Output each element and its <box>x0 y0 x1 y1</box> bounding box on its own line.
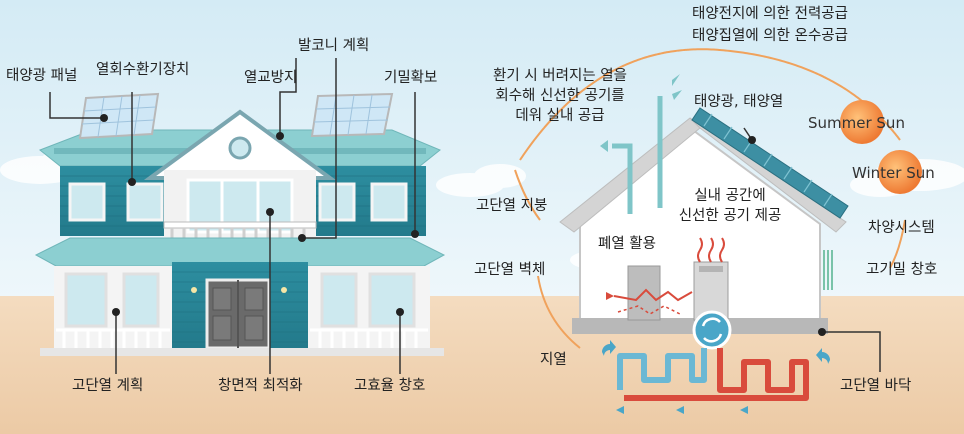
label-insulated-floor: 고단열 바닥 <box>840 378 912 394</box>
label-heat-recovery: 열회수환기장치 <box>96 62 190 78</box>
label-shading: 차양시스템 <box>868 220 935 236</box>
label-balcony-plan: 발코니 계획 <box>298 38 370 54</box>
label-airtight: 기밀확보 <box>384 70 438 86</box>
label-high-eff-window: 고효율 창호 <box>354 378 426 394</box>
label-geothermal: 지열 <box>540 352 567 368</box>
label-winter-sun: Winter Sun <box>852 164 935 182</box>
right-house <box>559 74 849 414</box>
sun-arc <box>519 48 901 161</box>
label-fresh-air-2: 신선한 공기 제공 <box>678 208 782 224</box>
label-summer-sun: Summer Sun <box>808 114 905 132</box>
label-vent-heat-3: 데워 실내 공급 <box>515 108 605 124</box>
label-vent-heat-1: 환기 시 버려지는 열을 <box>493 68 627 84</box>
left-leaders <box>49 58 416 374</box>
summer-sun-disc <box>840 100 884 144</box>
solar-panels-left <box>78 92 394 140</box>
label-insulation-plan: 고단열 계획 <box>72 378 144 394</box>
winter-sun-disc <box>878 150 922 194</box>
label-fresh-air-1: 실내 공간에 <box>694 188 766 204</box>
label-waste-heat: 폐열 활용 <box>598 236 656 252</box>
label-insulated-roof: 고단열 지붕 <box>476 198 548 214</box>
label-solar-light-heat: 태양광, 태양열 <box>694 94 784 110</box>
label-solar-hot-water: 태양집열에 의한 온수공급 <box>692 28 848 44</box>
label-solar-panel: 태양광 패널 <box>6 68 78 84</box>
label-vent-heat-2: 회수해 신선한 공기를 <box>495 88 625 104</box>
left-house <box>34 92 446 356</box>
label-thermal-bridge: 열교방지 <box>244 70 298 86</box>
label-pv-power: 태양전지에 의한 전력공급 <box>692 6 848 22</box>
left-leader-dots <box>100 114 419 316</box>
label-insulated-wall: 고단열 벽체 <box>474 262 546 278</box>
label-airtight-window: 고기밀 창호 <box>866 262 938 278</box>
label-window-area: 창면적 최적화 <box>218 378 303 394</box>
